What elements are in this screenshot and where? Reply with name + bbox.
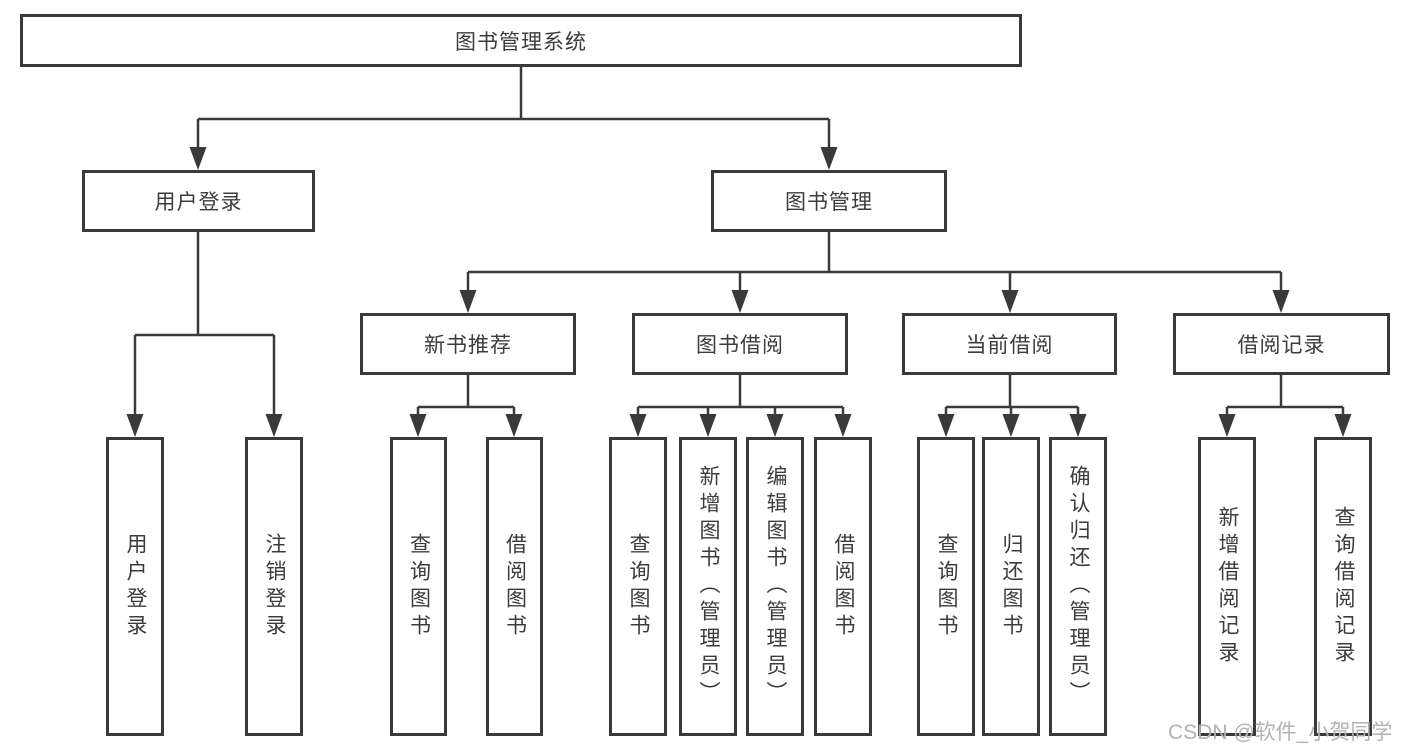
node-root: 图书管理系统: [20, 14, 1022, 67]
leaf-query-books-recommend-label: 查询图书: [407, 532, 431, 641]
node-current-borrowing: 当前借阅: [902, 313, 1117, 375]
leaf-query-borrow-record-label: 查询借阅记录: [1332, 505, 1356, 668]
leaf-add-books-admin: 新增图书（管理员）: [679, 437, 737, 736]
leaf-borrow-books-recommend-label: 借阅图书: [503, 532, 527, 641]
leaf-confirm-return-admin: 确认归还（管理员）: [1049, 437, 1107, 736]
leaf-edit-books-admin-label: 编辑图书（管理员）: [764, 465, 788, 708]
node-book-borrowing: 图书借阅: [632, 313, 848, 375]
leaf-query-books-borrowing: 查询图书: [609, 437, 667, 736]
node-new-book-recommend: 新书推荐: [360, 313, 576, 375]
leaf-borrow-books-borrowing: 借阅图书: [814, 437, 872, 736]
leaf-add-books-admin-label: 新增图书（管理员）: [697, 465, 721, 708]
node-book-management: 图书管理: [711, 170, 947, 232]
leaf-borrow-books-recommend: 借阅图书: [486, 437, 543, 736]
leaf-add-borrow-record-label: 新增借阅记录: [1216, 505, 1240, 668]
leaf-add-borrow-record: 新增借阅记录: [1198, 437, 1256, 736]
leaf-query-books-recommend: 查询图书: [390, 437, 447, 736]
leaf-query-borrow-record: 查询借阅记录: [1314, 437, 1372, 736]
leaf-logout-label: 注销登录: [263, 532, 287, 641]
leaf-user-login: 用户登录: [106, 437, 164, 736]
leaf-query-books-current-label: 查询图书: [935, 532, 959, 641]
node-borrowing-records-label: 借阅记录: [1237, 334, 1326, 357]
leaf-confirm-return-admin-label: 确认归还（管理员）: [1067, 465, 1091, 708]
leaf-user-login-label: 用户登录: [124, 532, 148, 641]
leaf-query-books-current: 查询图书: [917, 437, 975, 736]
node-root-label: 图书管理系统: [455, 30, 587, 54]
arrowheads: [126, 147, 1352, 437]
node-user-login-label: 用户登录: [154, 191, 243, 214]
leaf-borrow-books-borrowing-label: 借阅图书: [832, 532, 856, 641]
leaf-return-books: 归还图书: [982, 437, 1040, 736]
node-borrowing-records: 借阅记录: [1173, 313, 1390, 375]
node-book-borrowing-label: 图书借阅: [696, 334, 784, 357]
node-new-book-recommend-label: 新书推荐: [424, 334, 512, 357]
node-book-management-label: 图书管理: [785, 191, 873, 214]
csdn-watermark: CSDN @软件_小贺同学: [1168, 721, 1393, 744]
node-user-login: 用户登录: [82, 170, 315, 232]
leaf-logout: 注销登录: [245, 437, 303, 736]
leaf-edit-books-admin: 编辑图书（管理员）: [746, 437, 804, 736]
node-current-borrowing-label: 当前借阅: [965, 334, 1054, 357]
leaf-return-books-label: 归还图书: [1000, 532, 1024, 641]
leaf-query-books-borrowing-label: 查询图书: [627, 532, 651, 641]
